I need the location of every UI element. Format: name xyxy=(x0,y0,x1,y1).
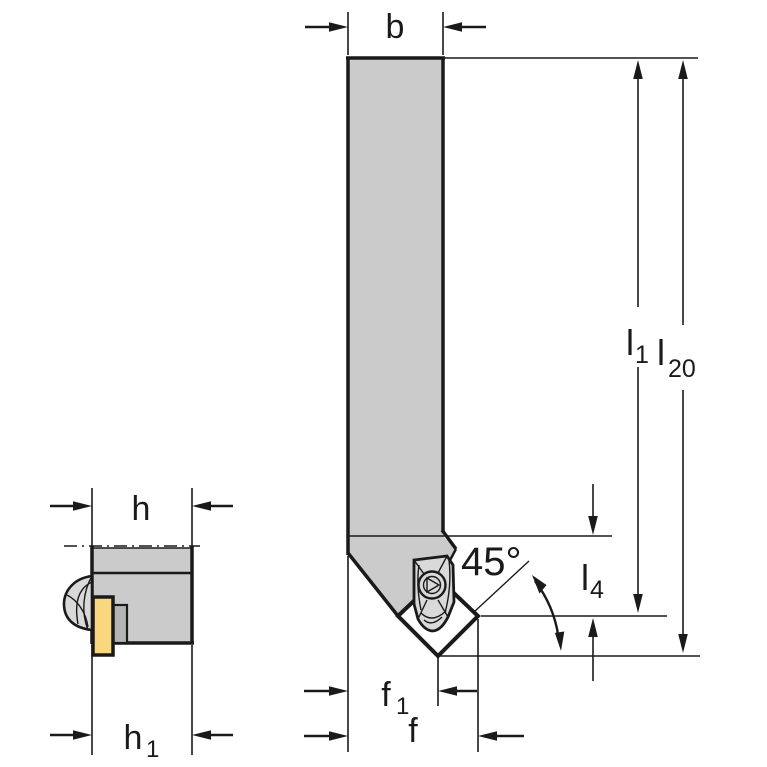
arrowhead xyxy=(438,686,457,696)
head-left-slant xyxy=(346,551,400,618)
arrowhead xyxy=(633,60,643,79)
clamp-line xyxy=(66,594,89,628)
arrowhead xyxy=(329,686,348,696)
arrowhead xyxy=(532,575,547,594)
angle-annotation: 45° xyxy=(461,540,565,651)
dimension-b-label: b xyxy=(386,8,405,46)
arrowhead xyxy=(678,634,688,653)
head-right-shoulder xyxy=(440,528,458,551)
arrowhead xyxy=(588,618,598,637)
arrowhead xyxy=(588,516,598,535)
dimension-h: h xyxy=(50,488,233,546)
tool-head xyxy=(348,536,456,616)
angle-reference-line xyxy=(473,560,530,613)
dimension-f1-subscript: 1 xyxy=(396,693,409,720)
arrowhead xyxy=(73,730,92,740)
arrowhead xyxy=(329,731,348,741)
arrowhead xyxy=(192,501,211,511)
dimension-l4: l 4 xyxy=(581,484,604,681)
dimension-f1-f: f 1 f xyxy=(304,556,524,752)
arrowhead xyxy=(443,22,462,32)
arrowhead xyxy=(678,60,688,79)
side-view: h h 1 xyxy=(50,488,233,763)
dimension-h1-subscript: 1 xyxy=(146,736,159,763)
arrowhead xyxy=(329,22,348,32)
front-view: b l 1 l 20 l xyxy=(304,8,700,752)
dimension-l1: l 1 xyxy=(626,60,649,613)
dimension-l4-subscript: 4 xyxy=(590,576,604,604)
arrowhead xyxy=(554,631,565,651)
clamp-screw-outer xyxy=(417,570,447,600)
angle-label: 45° xyxy=(461,540,522,584)
clamp-screw-inner xyxy=(422,575,442,595)
dimension-l1-label: l xyxy=(626,322,634,363)
clamp-front xyxy=(412,554,456,633)
clamp-line xyxy=(83,575,93,631)
dimension-l20-label: l xyxy=(657,332,665,373)
insert-side xyxy=(91,595,115,657)
screw-torx-icon xyxy=(426,576,441,594)
dimension-h-label: h xyxy=(132,490,151,528)
clamp-line xyxy=(444,559,451,614)
arrowhead xyxy=(478,731,497,741)
dimension-b: b xyxy=(305,8,486,55)
dimension-l20-subscript: 20 xyxy=(668,355,696,383)
clamp-side xyxy=(62,574,94,632)
arrowhead xyxy=(73,501,92,511)
dimension-h1-label: h xyxy=(124,719,143,757)
dimension-f1-label: f xyxy=(381,676,391,714)
clamp-line xyxy=(437,599,449,618)
clamp-line xyxy=(417,599,428,620)
dimension-h1: h 1 xyxy=(50,645,233,763)
dimension-l1-subscript: 1 xyxy=(635,341,649,369)
dimension-f-label: f xyxy=(408,712,418,750)
dimension-l20: l 20 xyxy=(657,60,696,653)
clamp-line xyxy=(423,616,443,624)
clamp-line xyxy=(413,559,425,575)
clamp-line xyxy=(420,610,447,619)
clamp-line xyxy=(437,555,448,574)
arrowhead xyxy=(633,594,643,613)
tool-shank xyxy=(348,58,443,536)
arrowhead xyxy=(192,730,211,740)
dimension-l4-label: l xyxy=(581,557,589,598)
